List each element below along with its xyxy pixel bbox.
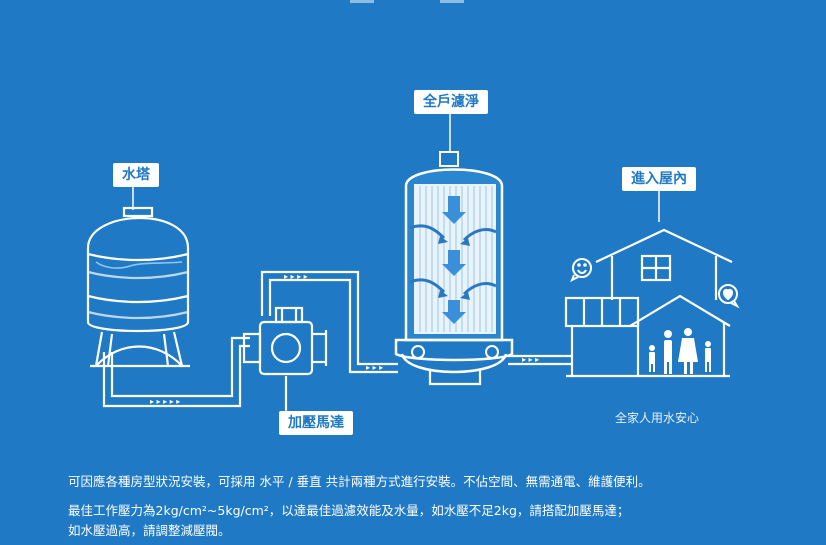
label-leaders — [132, 111, 660, 412]
slogan-text: 全家人用水安心 — [615, 411, 700, 425]
filter-tank-icon — [394, 151, 514, 386]
description-line-2: 最佳工作壓力為2kg/cm²~5kg/cm²，以達最佳過濾效能及水量，如水壓不足… — [68, 503, 630, 518]
description-block: 最佳工作壓力為2kg/cm²~5kg/cm²，以達最佳過濾效能及水量，如水壓不足… — [68, 501, 768, 541]
booster-pump-label: 加壓馬達 — [279, 411, 353, 435]
description-line-3: 如水壓過高，請調整減壓閥。 — [68, 523, 231, 538]
water-tower-label: 水塔 — [113, 163, 159, 187]
booster-pump-icon — [242, 306, 328, 410]
whole-house-filter-label: 全戶濾淨 — [414, 90, 488, 114]
svg-text:▸ ▸ ▸: ▸ ▸ ▸ — [366, 363, 383, 372]
svg-text:▸ ▸ ▸: ▸ ▸ ▸ — [522, 355, 539, 364]
smile-bubble-icon — [570, 258, 592, 283]
family-icon — [649, 328, 711, 374]
house-icon — [564, 228, 733, 378]
svg-text:▸ ▸ ▸ ▸: ▸ ▸ ▸ ▸ — [284, 272, 308, 281]
heart-bubble-icon — [718, 284, 740, 309]
description-line-1: 可因應各種房型狀況安裝，可採用 水平 / 垂直 共計兩種方式進行安裝。不佔空間、… — [68, 474, 651, 489]
flow-arrows: ▸ ▸ ▸ ▸ ▸ ▸ ▸ ▸ ▸ ▸ ▸ ▸ ▸ ▸ ▸ — [150, 272, 539, 406]
water-tower-icon — [86, 206, 190, 368]
svg-text:▸ ▸ ▸ ▸ ▸: ▸ ▸ ▸ ▸ ▸ — [150, 397, 180, 406]
into-house-label: 進入屋內 — [622, 167, 696, 191]
